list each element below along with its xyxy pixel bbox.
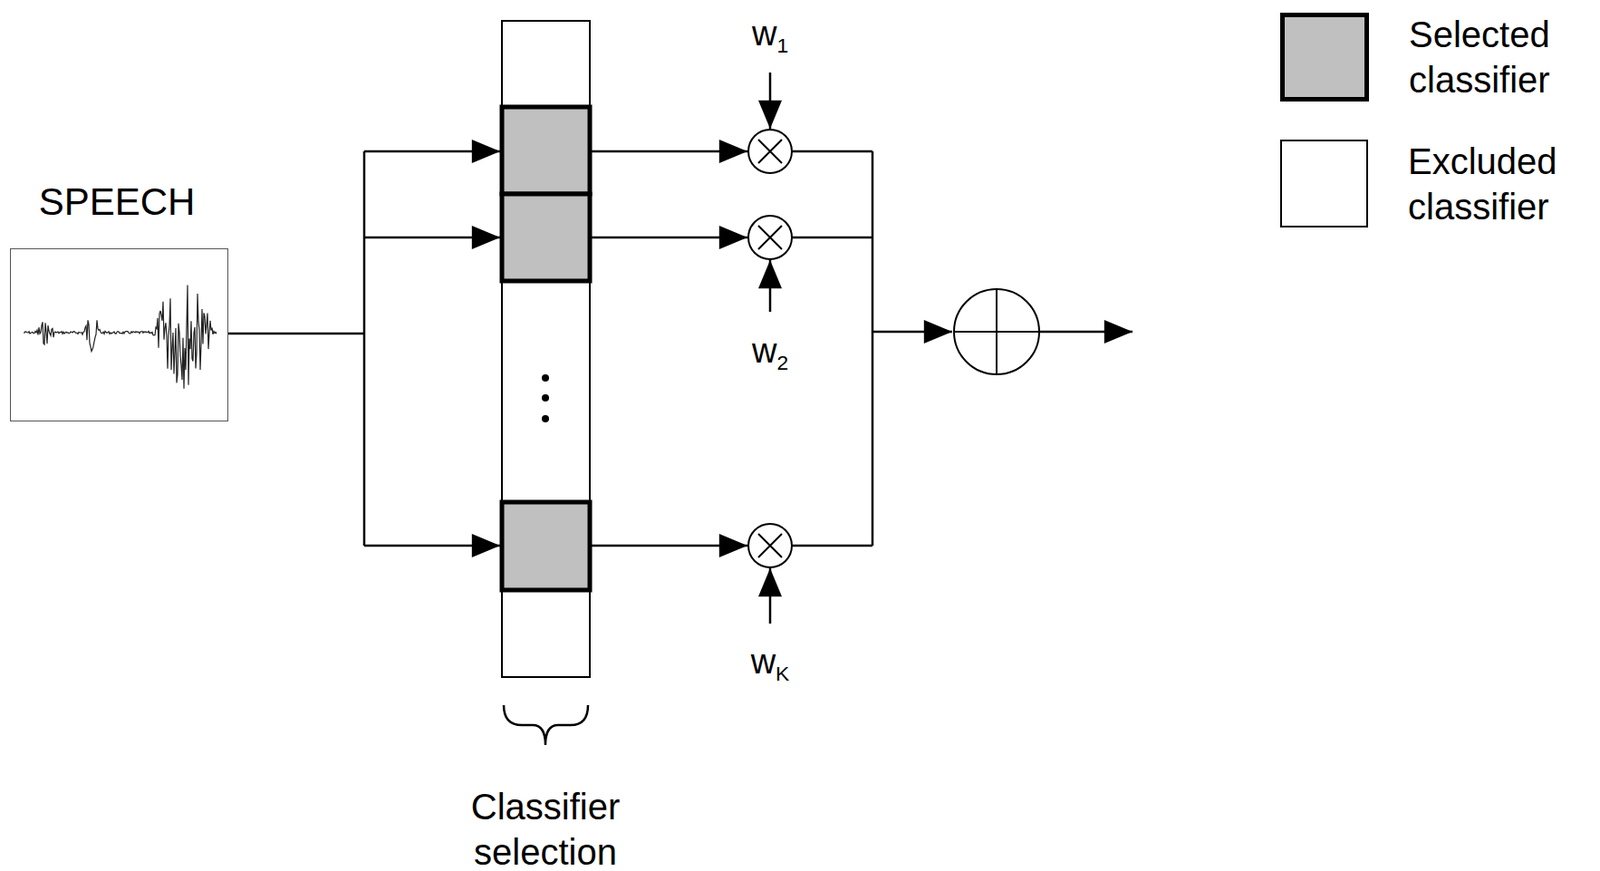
- weight-arrow: [769, 72, 772, 129]
- input-arrow: [364, 150, 501, 154]
- ellipsis-dot: [541, 394, 550, 402]
- sum-plus: [954, 289, 1040, 375]
- merge-wire: [791, 236, 873, 240]
- input-arrow: [364, 544, 501, 548]
- weight-arrow: [769, 568, 772, 624]
- weight-label: w2: [751, 331, 789, 376]
- ellipsis-dot: [541, 374, 550, 382]
- sum-arrow: [872, 330, 953, 334]
- speech-box: SPEECH: [9, 248, 229, 422]
- speech-waveform: [10, 249, 227, 420]
- merge-wire: [791, 544, 873, 548]
- input-wire: [228, 332, 365, 336]
- selected-classifier: [501, 106, 590, 194]
- legend-swatch: [1280, 12, 1369, 102]
- selection-brace: [503, 704, 588, 745]
- result-arrow: [1039, 330, 1133, 334]
- column-caption: Classifier selection: [454, 783, 637, 871]
- merge-wire: [871, 151, 875, 546]
- weight-arrow: [769, 260, 772, 312]
- ellipsis-dot: [541, 414, 550, 423]
- output-arrow: [589, 236, 748, 240]
- waveform-trace: [23, 285, 217, 389]
- merge-wire: [791, 150, 873, 154]
- input-arrow: [364, 236, 501, 240]
- split-wire: [363, 151, 367, 546]
- output-arrow: [589, 544, 748, 548]
- legend-swatch: [1280, 139, 1369, 228]
- output-arrow: [589, 150, 748, 154]
- selected-classifier: [501, 193, 590, 281]
- classifier-column: [501, 20, 590, 677]
- weight-label: w1: [751, 14, 789, 58]
- sum-symbol: [954, 289, 1040, 375]
- selected-classifier: [501, 501, 590, 590]
- legend-text: Selected classifier: [1408, 11, 1581, 103]
- input-heading: SPEECH: [38, 180, 196, 224]
- legend-text: Excluded classifier: [1407, 138, 1581, 230]
- weight-label: wK: [751, 642, 791, 686]
